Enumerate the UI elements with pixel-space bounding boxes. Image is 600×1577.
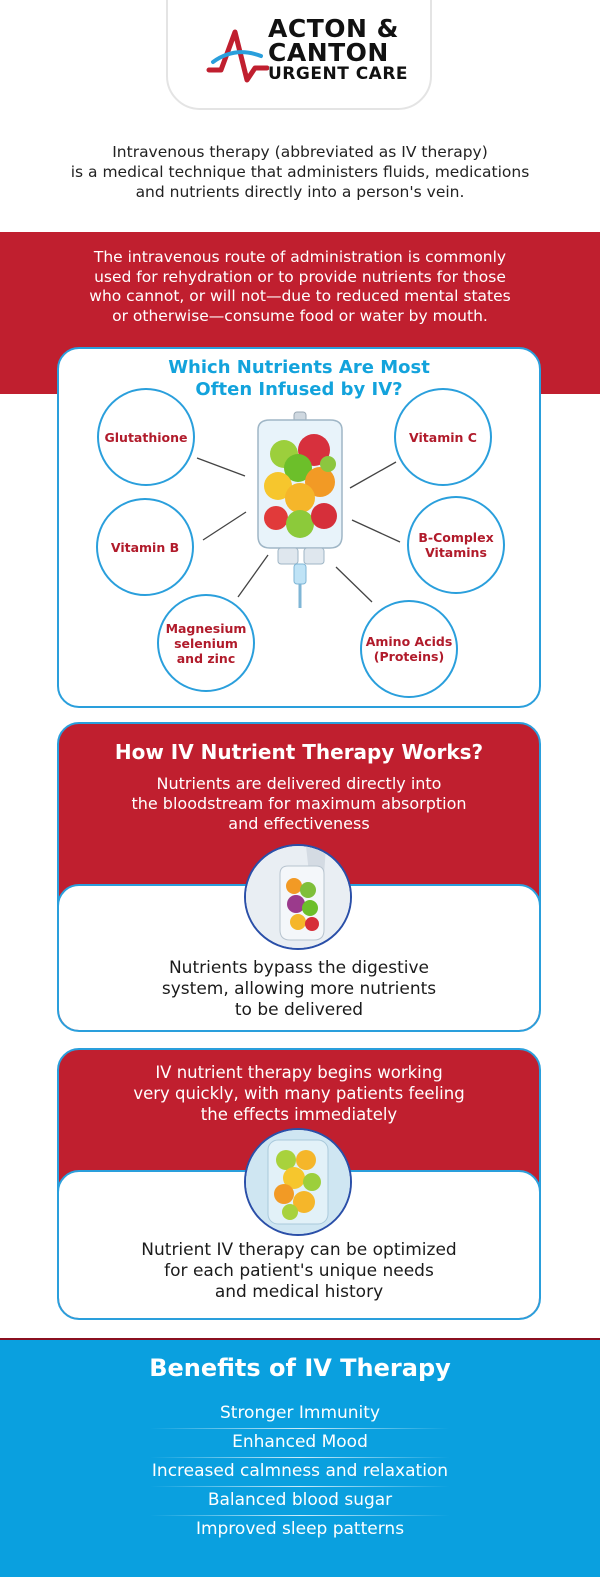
nutrient-vitamin-b: Vitamin B: [96, 498, 194, 596]
route-line: The intravenous route of administration …: [93, 248, 507, 266]
benefit-divider: [150, 1486, 450, 1487]
text-line: and effectiveness: [228, 814, 370, 833]
text-line: Nutrient IV therapy can be optimized: [141, 1240, 457, 1260]
nutrient-label: Glutathione: [104, 429, 188, 445]
nutrients-title: Which Nutrients Are Most Often Infused b…: [57, 357, 541, 401]
nutrient-label: Vitamin C: [409, 429, 477, 445]
text-line: and medical history: [214, 1282, 384, 1302]
nutrient-b-complex: B-Complex Vitamins: [407, 496, 505, 594]
intro-line: is a medical technique that administers …: [70, 163, 530, 181]
nutrient-label: B-Complex: [418, 530, 494, 545]
how-it-works-top-text: Nutrients are delivered directly into th…: [57, 774, 541, 834]
logo-line-1: ACTON &: [268, 14, 399, 43]
text-line: IV nutrient therapy begins working: [155, 1063, 443, 1082]
nutrients-title-line: Often Infused by IV?: [195, 379, 403, 400]
benefit-item: Stronger Immunity: [219, 1403, 381, 1423]
nutrient-amino-acids: Amino Acids (Proteins): [360, 600, 458, 698]
route-line: who cannot, or will not—due to reduced m…: [89, 287, 511, 305]
logo-mark-icon: [206, 29, 269, 83]
benefit-item: Balanced blood sugar: [207, 1490, 393, 1510]
intro-paragraph: Intravenous therapy (abbreviated as IV t…: [40, 142, 560, 202]
benefits-title: Benefits of IV Therapy: [149, 1354, 451, 1382]
text-line: the bloodstream for maximum absorption: [131, 794, 467, 813]
nutrient-label: Amino Acids: [365, 634, 453, 649]
logo-tab: [166, 0, 432, 110]
benefit-item: Enhanced Mood: [232, 1432, 368, 1452]
nutrient-magnesium: Magnesium selenium and zinc: [157, 594, 255, 692]
route-paragraph: The intravenous route of administration …: [60, 248, 540, 326]
logo-line-2: CANTON: [268, 38, 389, 67]
nutrient-connectors: [196, 457, 401, 603]
iv-bag-with-fruit-icon: [257, 411, 343, 608]
nutrient-label: and zinc: [176, 650, 236, 666]
benefit-divider: [150, 1457, 450, 1458]
benefit-item: Improved sleep patterns: [195, 1519, 405, 1539]
intro-line: and nutrients directly into a person's v…: [135, 183, 465, 201]
text-line: Nutrients are delivered directly into: [156, 774, 442, 793]
nutrients-title-line: Which Nutrients Are Most: [168, 357, 430, 378]
text-line: for each patient's unique needs: [164, 1261, 434, 1281]
nutrient-label: selenium: [174, 635, 238, 651]
intro-line: Intravenous therapy (abbreviated as IV t…: [112, 143, 488, 161]
benefit-divider: [150, 1428, 450, 1429]
route-line: used for rehydration or to provide nutri…: [94, 267, 506, 286]
text-line: Nutrients bypass the digestive: [168, 958, 430, 978]
nutrient-label: (Proteins): [373, 649, 445, 664]
quick-effect-bottom-text: Nutrient IV therapy can be optimized for…: [57, 1240, 541, 1303]
how-it-works-bottom-text: Nutrients bypass the digestive system, a…: [57, 958, 541, 1021]
how-it-works-title: How IV Nutrient Therapy Works?: [114, 740, 484, 764]
how-it-works-section: [57, 722, 541, 1032]
text-line: to be delivered: [234, 1000, 364, 1020]
text-line: very quickly, with many patients feeling: [133, 1084, 465, 1103]
quick-effect-top-text: IV nutrient therapy begins working very …: [57, 1062, 541, 1125]
nutrient-vitamin-c: Vitamin C: [394, 388, 492, 486]
logo-line-3: URGENT CARE: [268, 64, 409, 84]
nutrient-glutathione: Glutathione: [97, 388, 195, 486]
text-line: the effects immediately: [200, 1105, 398, 1124]
benefit-divider: [150, 1515, 450, 1516]
nutrient-label: Vitamins: [425, 545, 487, 560]
nutrient-label: Magnesium: [165, 620, 247, 636]
iv-bag-photo-icon: [244, 844, 352, 950]
citrus-water-photo-icon: [244, 1128, 352, 1236]
benefit-item: Increased calmness and relaxation: [151, 1461, 449, 1481]
text-line: system, allowing more nutrients: [161, 979, 437, 999]
nutrient-label: Vitamin B: [110, 539, 180, 555]
route-line: or otherwise—consume food or water by mo…: [112, 306, 488, 325]
